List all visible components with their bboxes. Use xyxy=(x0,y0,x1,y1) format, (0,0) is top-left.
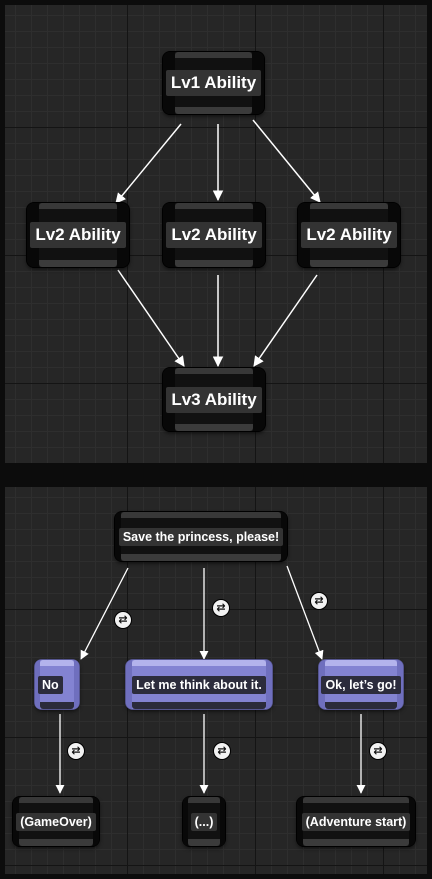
node-label: Lv3 Ability xyxy=(166,386,262,413)
exchange-arrows-icon[interactable]: ⇄ xyxy=(68,743,84,759)
lv1-ability-node[interactable]: Lv1 Ability xyxy=(163,52,264,114)
node-label: Lv2 Ability xyxy=(166,222,262,248)
choice-ok-node[interactable]: Ok, let’s go! xyxy=(319,660,403,709)
lv2-ability-node-right[interactable]: Lv2 Ability xyxy=(298,203,400,267)
choice-think-node[interactable]: Let me think about it. xyxy=(126,660,272,709)
ability-graph-panel[interactable]: Lv1 Ability Lv2 Ability Lv2 Ability Lv2 … xyxy=(5,5,427,463)
node-label: Lv1 Ability xyxy=(165,70,262,96)
dialogue-graph-panel[interactable]: ⇄ ⇄ ⇄ ⇄ ⇄ ⇄ Save the princess, please! N… xyxy=(5,487,427,874)
node-label: No xyxy=(38,675,63,694)
wire-prompt-to-ok xyxy=(286,565,324,660)
wire-lv2-left-to-lv3 xyxy=(117,269,185,367)
exchange-arrows-icon[interactable]: ⇄ xyxy=(115,612,131,628)
node-label: (Adventure start) xyxy=(301,812,411,831)
exchange-arrows-icon[interactable]: ⇄ xyxy=(311,593,327,609)
lv2-ability-node-left[interactable]: Lv2 Ability xyxy=(27,203,129,267)
node-label: Let me think about it. xyxy=(132,675,266,694)
result-adventure-start-node[interactable]: (Adventure start) xyxy=(297,797,415,846)
node-label: (...) xyxy=(190,812,218,831)
dialogue-prompt-node[interactable]: Save the princess, please! xyxy=(115,512,287,561)
result-ellipsis-node[interactable]: (...) xyxy=(183,797,225,846)
wire-lv1-to-lv2-left xyxy=(115,123,182,204)
result-gameover-node[interactable]: (GameOver) xyxy=(13,797,99,846)
node-label: Save the princess, please! xyxy=(118,527,284,546)
exchange-arrows-icon[interactable]: ⇄ xyxy=(213,600,229,616)
wire-lv1-to-lv2-right xyxy=(252,119,321,203)
choice-no-node[interactable]: No xyxy=(35,660,79,709)
lv3-ability-node[interactable]: Lv3 Ability xyxy=(163,368,265,431)
node-label: Lv2 Ability xyxy=(301,222,397,248)
wire-lv2-right-to-lv3 xyxy=(253,274,318,367)
lv2-ability-node-center[interactable]: Lv2 Ability xyxy=(163,203,265,267)
node-label: Ok, let’s go! xyxy=(321,675,401,694)
node-label: (GameOver) xyxy=(16,812,96,831)
exchange-arrows-icon[interactable]: ⇄ xyxy=(214,743,230,759)
node-label: Lv2 Ability xyxy=(30,222,126,248)
exchange-arrows-icon[interactable]: ⇄ xyxy=(370,743,386,759)
